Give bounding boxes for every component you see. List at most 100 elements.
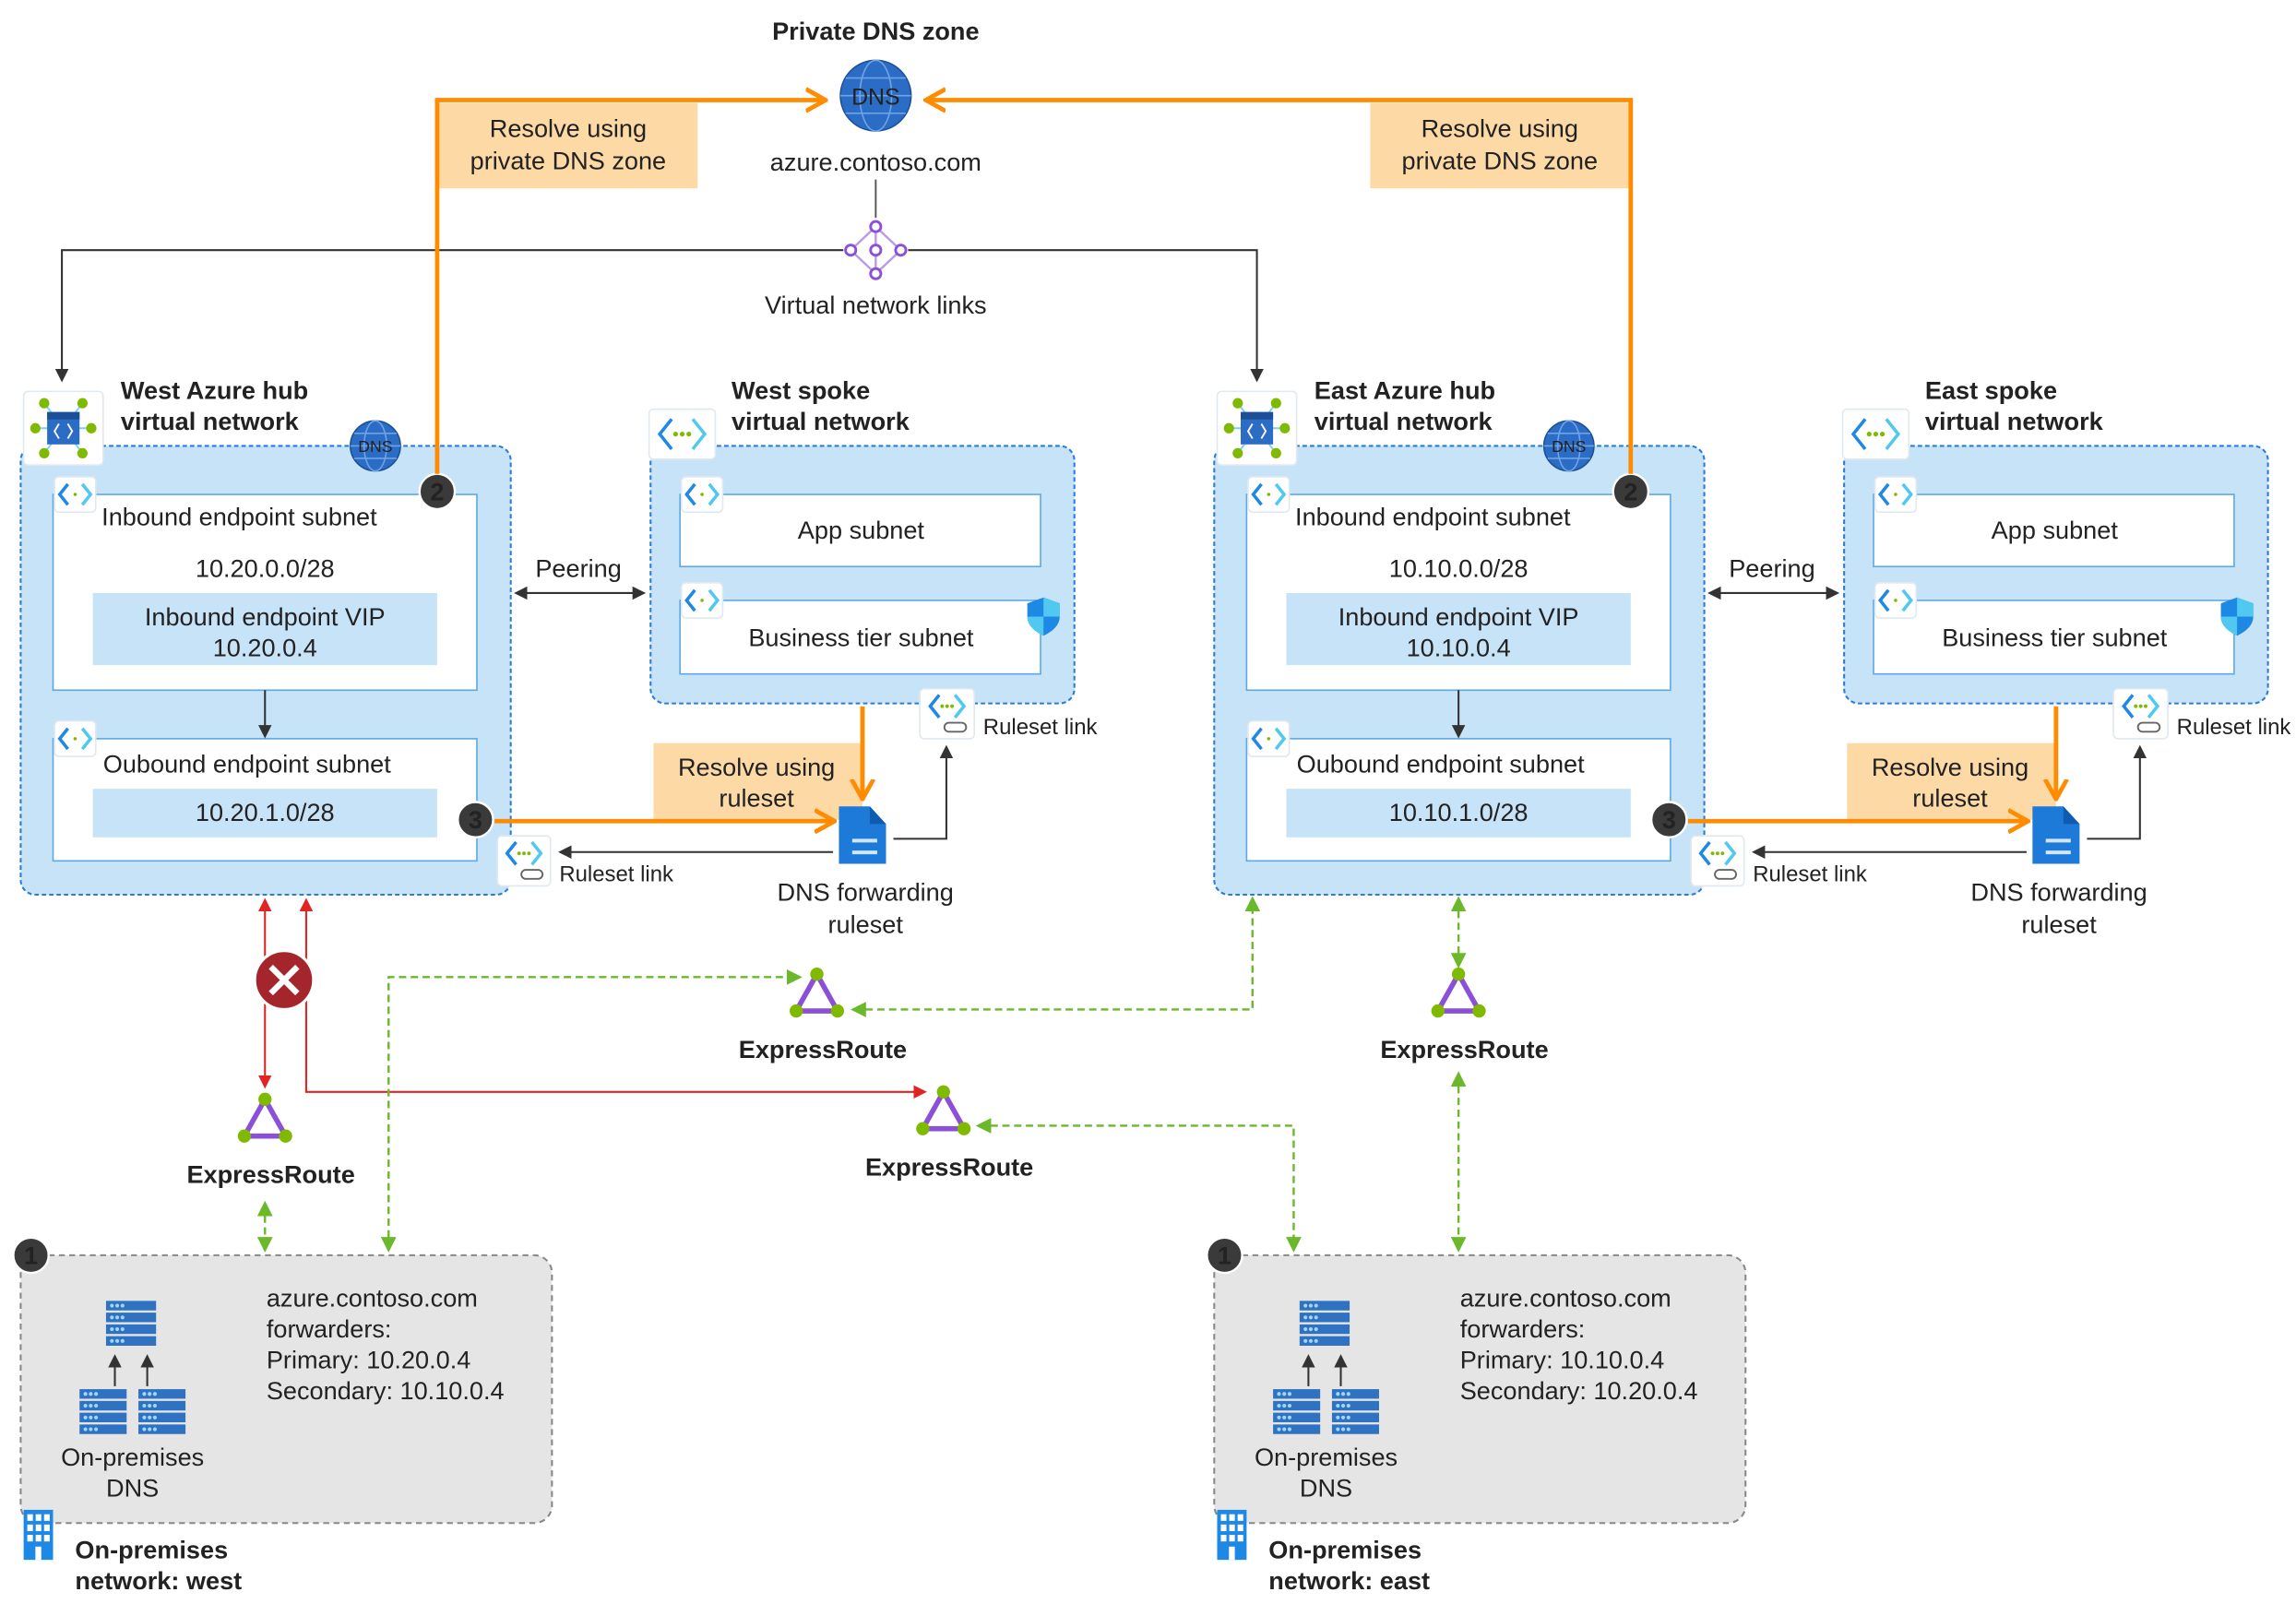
outbound-subnet-label: Oubound endpoint subnet <box>1297 750 1585 778</box>
business-tier-subnet <box>1873 600 2235 675</box>
expressroute-icon <box>237 1092 292 1143</box>
subnet-icon <box>1247 719 1291 757</box>
step-3-badge: 3 <box>1649 801 1688 838</box>
forwarder-config-line: forwarders: <box>1460 1314 1586 1343</box>
east-resolve-private-dns-path <box>930 100 1634 474</box>
dns-forwarding-ruleset-label: DNS forwarding <box>1970 877 2147 906</box>
resolve-ruleset-label: Resolve using <box>1872 753 2028 781</box>
step-3-badge: 3 <box>457 801 494 838</box>
ruleset-link-icon <box>496 835 552 887</box>
outbound-cidr-box <box>92 789 437 838</box>
subnet-icon <box>1247 476 1291 514</box>
hub-vnet-title: East Azure hub <box>1315 375 1495 404</box>
dns-globe-icon: DNS <box>1542 420 1595 472</box>
forwarder-config-line: Secondary: 10.20.0.4 <box>1460 1376 1698 1405</box>
onprem-dns-label: DNS <box>1300 1474 1352 1503</box>
expressroute-label: ExpressRoute <box>865 1153 1033 1182</box>
resolve-ruleset-label: ruleset <box>1912 783 1988 812</box>
west-onprem-to-east-expressroute <box>380 968 803 1253</box>
subnet-icon <box>1874 581 1918 619</box>
shield-icon <box>2220 597 2254 636</box>
expressroute-icon <box>916 1085 971 1135</box>
onprem-dns-label: DNS <box>106 1474 159 1503</box>
app-subnet-label: App subnet <box>1992 516 2119 544</box>
inbound-vip-label: Inbound endpoint VIP <box>145 602 386 631</box>
vnet-link-east <box>908 249 1264 383</box>
onprem-network-title: network: east <box>1268 1566 1430 1595</box>
hub-vnet-title: virtual network <box>1315 407 1493 435</box>
expressroute-icon <box>790 967 845 1018</box>
hub-vnet-title: West Azure hub <box>121 375 308 404</box>
inbound-vip-address: 10.20.0.4 <box>213 634 317 662</box>
server-icon <box>1273 1389 1321 1434</box>
resolve-label-line: Resolve using <box>1422 113 1578 142</box>
forwarder-config-line: azure.contoso.com <box>1460 1284 1671 1313</box>
ruleset-to-spoke-link <box>2087 744 2147 840</box>
step-2-badge: 2 <box>1612 472 1650 511</box>
dns-globe-label: DNS <box>358 437 392 456</box>
spoke-ruleset-link-label: Ruleset link <box>983 715 1098 740</box>
shield-icon <box>1027 597 1060 636</box>
subnet-icon <box>54 476 97 514</box>
subnet-icon <box>54 719 97 757</box>
resolve-label-line: private DNS zone <box>470 146 666 174</box>
expressroute-icon <box>1431 967 1486 1018</box>
server-icon <box>105 1301 157 1347</box>
spoke-vnet-title: East spoke <box>1925 375 2057 404</box>
dns-forwarding-ruleset-icon <box>2032 806 2080 864</box>
expressroute-label: ExpressRoute <box>1380 1035 1548 1063</box>
vnet-icon <box>1841 408 1910 460</box>
inbound-endpoint-vip <box>92 592 437 666</box>
dns-globe-label: DNS <box>851 84 900 110</box>
inbound-endpoint-vip <box>1286 592 1631 666</box>
inbound-subnet-label: Inbound endpoint subnet <box>1295 503 1571 531</box>
resolve-ruleset-label: ruleset <box>719 783 794 812</box>
forwarder-config-line: azure.contoso.com <box>267 1284 478 1313</box>
dns-forwarding-ruleset-label: DNS forwarding <box>778 877 954 906</box>
step-2-badge-number: 2 <box>430 477 444 505</box>
server-icon <box>1299 1301 1350 1347</box>
outbound-subnet-cidr: 10.10.1.0/28 <box>1389 798 1529 826</box>
west-resolve-private-dns-path <box>434 100 821 474</box>
peering-label: Peering <box>1729 553 1814 582</box>
server-icon <box>79 1389 127 1434</box>
inbound-vip-label: Inbound endpoint VIP <box>1338 602 1579 631</box>
step-1-badge: 1 <box>12 1236 50 1275</box>
hub-ruleset-link-label: Ruleset link <box>559 862 673 887</box>
hub-vnet-icon <box>1216 390 1298 466</box>
ruleset-to-spoke-link <box>893 744 954 840</box>
resolve-label-line: Resolve using <box>490 113 647 142</box>
east-region <box>1213 445 2269 1525</box>
inbound-subnet-label: Inbound endpoint subnet <box>101 503 377 531</box>
dns-forwarding-ruleset-label: ruleset <box>827 909 903 938</box>
business-tier-subnet-label: Business tier subnet <box>1942 623 2168 651</box>
resolve-ruleset-label: Resolve using <box>678 753 835 781</box>
subnet-icon <box>1874 476 1918 514</box>
building-icon <box>23 1509 54 1561</box>
outbound-cidr-box <box>1286 789 1631 838</box>
vnet-icon <box>648 408 717 460</box>
resolve-ruleset-label-bg <box>653 743 862 820</box>
onprem-dns-label: On-premises <box>61 1443 204 1471</box>
forwarder-config-line: forwarders: <box>267 1314 392 1343</box>
dns-globe-icon: DNS <box>839 59 912 132</box>
spoke-vnet-title: West spoke <box>732 375 870 404</box>
hub-vnet-title: virtual network <box>121 407 300 435</box>
peering-label: Peering <box>535 553 621 582</box>
forwarder-config-line: Primary: 10.20.0.4 <box>267 1346 471 1374</box>
private-dns-zone-title: Private DNS zone <box>772 17 979 45</box>
inbound-subnet-cidr: 10.20.0.0/28 <box>196 553 335 582</box>
step-3-badge-number: 3 <box>1662 805 1676 834</box>
error-x-icon <box>253 949 315 1012</box>
ruleset-link-icon <box>1690 835 1745 887</box>
dns-globe-icon: DNS <box>349 420 401 472</box>
outbound-subnet-cidr: 10.20.1.0/28 <box>196 798 335 826</box>
dns-forwarding-ruleset-icon <box>839 806 886 864</box>
spoke-vnet-title: virtual network <box>1925 407 2104 435</box>
subnet-icon <box>680 581 724 619</box>
dns-forwarding-ruleset-label: ruleset <box>2021 909 2097 938</box>
inbound-subnet-cidr: 10.10.0.0/28 <box>1389 553 1529 582</box>
onprem-network-title: On-premises <box>75 1536 228 1564</box>
